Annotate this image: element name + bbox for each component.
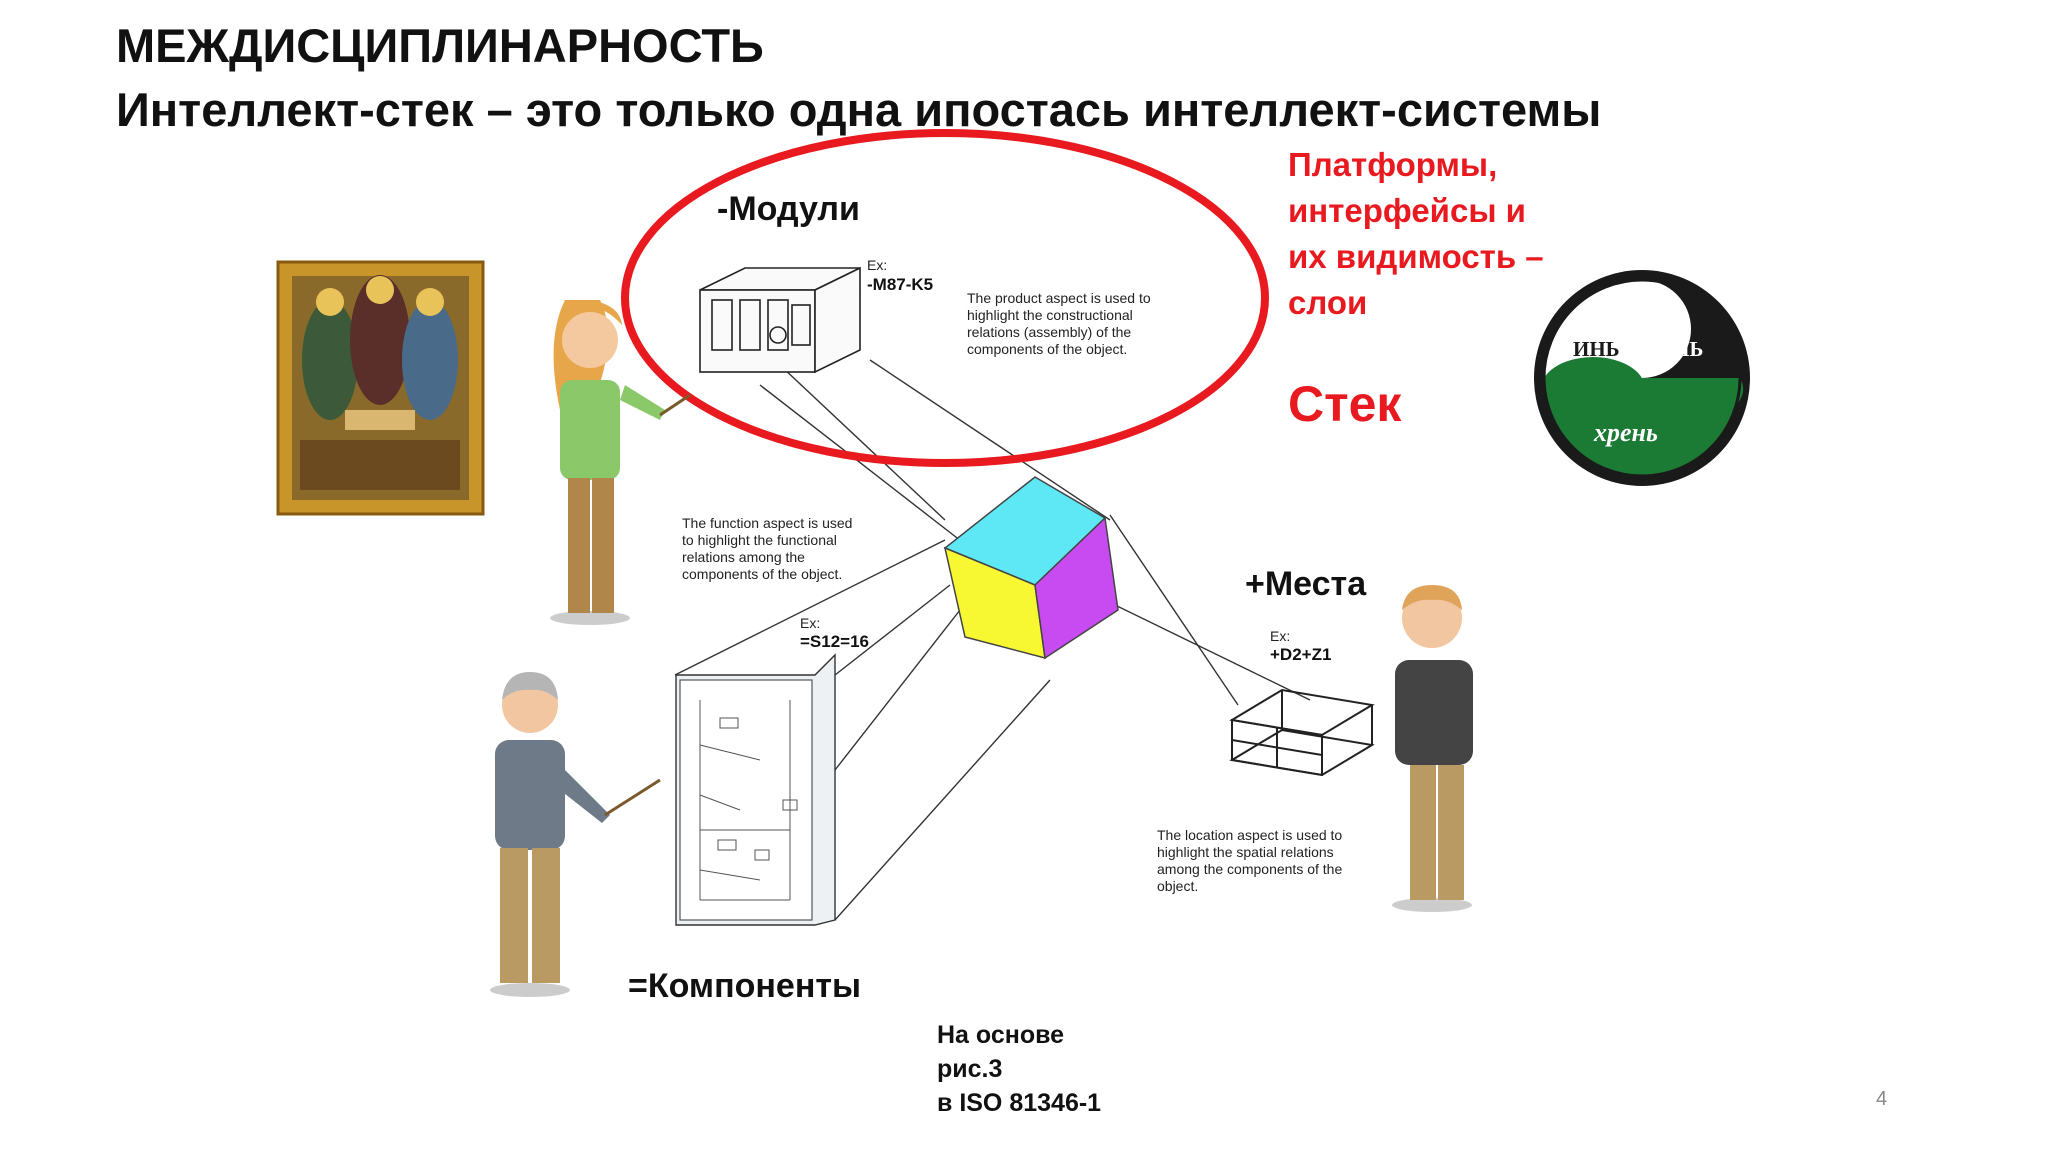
- source-note: На основе рис.3 в ISO 81346-1: [937, 1018, 1101, 1120]
- components-label: =Компоненты: [628, 967, 862, 1005]
- yin-yang-badge: [1534, 270, 1750, 486]
- red-note-line: интерфейсы и: [1288, 192, 1526, 229]
- description-line: to highlight the functional: [682, 532, 837, 548]
- badge-bottom-text: хрень: [1594, 418, 1658, 447]
- page-number: 4: [1876, 1088, 1888, 1110]
- location-code: +D2+Z1: [1270, 645, 1332, 664]
- aspect-cube: [943, 476, 1119, 660]
- projection-lines: [674, 289, 1311, 921]
- description-line: relations (assembly) of the: [967, 324, 1132, 340]
- red-note: Платформы, интерфейсы и их видимость – с…: [1288, 142, 1544, 326]
- component-schematic: [675, 653, 836, 926]
- description-line: relations among the: [682, 549, 805, 565]
- function-code: =S12=16: [800, 632, 870, 651]
- description-line: The function aspect is used: [682, 515, 853, 531]
- function-ex-label: Ex:: [800, 615, 821, 631]
- description-line: components of the object.: [967, 341, 1128, 357]
- module-drawing: [699, 266, 861, 374]
- description-line: among the components of the: [1157, 861, 1343, 877]
- stack-label: Стек: [1288, 376, 1402, 432]
- source-line: На основе: [937, 1021, 1065, 1049]
- modules-label: -Модули: [717, 190, 860, 228]
- location-box-drawing: [1229, 688, 1375, 777]
- description-line: highlight the constructional: [967, 307, 1133, 323]
- source-line: в ISO 81346-1: [937, 1089, 1102, 1117]
- location-ex-label: Ex:: [1270, 628, 1291, 644]
- product-code: -M87-K5: [867, 275, 934, 294]
- description-line: highlight the spatial relations: [1157, 844, 1334, 860]
- product-ex-label: Ex:: [867, 257, 888, 273]
- product-description: The product aspect is used to highlight …: [967, 290, 1151, 358]
- thinking-man-character: [1392, 585, 1473, 912]
- red-note-line: их видимость –: [1288, 238, 1544, 275]
- woman-character: [550, 300, 691, 625]
- red-note-line: слои: [1288, 284, 1368, 321]
- badge-left-text: ИНЬ: [1573, 337, 1620, 361]
- source-line: рис.3: [937, 1055, 1003, 1083]
- description-line: The location aspect is used to: [1157, 827, 1343, 843]
- places-label: +Места: [1245, 565, 1367, 603]
- badge-right-text: ЯНЬ: [1658, 337, 1704, 361]
- location-description: The location aspect is used to highlight…: [1157, 827, 1342, 895]
- description-line: The product aspect is used to: [967, 290, 1151, 306]
- red-note-line: Платформы,: [1288, 146, 1498, 183]
- trinity-icon-image: [276, 260, 485, 516]
- slide-subtitle: Интеллект-стек – это только одна ипостас…: [116, 83, 1602, 136]
- slide-title: МЕЖДИСЦИПЛИНАРНОСТЬ: [116, 19, 764, 72]
- description-line: object.: [1157, 878, 1199, 894]
- teacher-character: [490, 672, 661, 997]
- highlight-ellipse: [621, 129, 1269, 467]
- cube-right-face: [1034, 516, 1119, 660]
- description-line: components of the object.: [682, 566, 843, 582]
- function-description: The function aspect is used to highlight…: [682, 515, 852, 583]
